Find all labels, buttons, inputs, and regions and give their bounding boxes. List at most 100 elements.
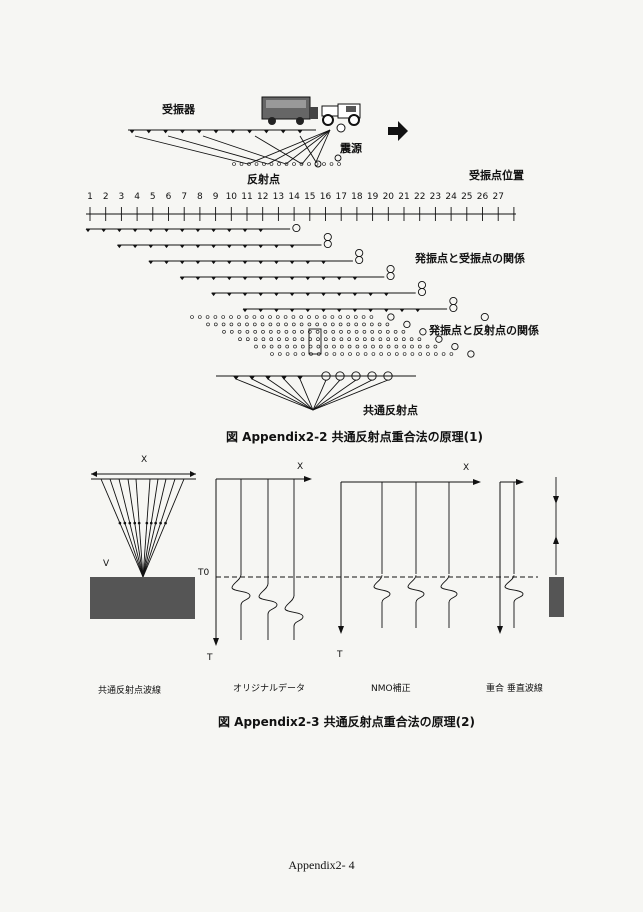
reflection-point-icon bbox=[371, 352, 376, 356]
reflection-point-icon bbox=[260, 315, 265, 319]
label-receiver-positions: 受振点位置 bbox=[469, 168, 524, 182]
label-shot-reflection-relation: 発振点と反射点の関係 bbox=[428, 323, 539, 337]
source-point-icon bbox=[467, 350, 475, 358]
position-number: 3 bbox=[119, 192, 125, 202]
reflection-point-icon bbox=[323, 337, 328, 342]
reflection-point-icon bbox=[379, 352, 384, 356]
receiver-icon bbox=[226, 229, 232, 233]
reflection-point-icon bbox=[269, 344, 274, 349]
common-midpoint-box bbox=[308, 328, 322, 355]
reflection-point-icon bbox=[363, 344, 368, 349]
reflection-point-icon bbox=[324, 344, 329, 349]
receiver-icon bbox=[101, 229, 107, 233]
source-point-icon bbox=[403, 320, 411, 329]
reflection-point-icon bbox=[339, 344, 344, 349]
reflection-point-icon bbox=[276, 329, 281, 334]
reflection-point-icon bbox=[254, 162, 259, 166]
receiver-icon bbox=[321, 261, 326, 265]
reflection-point-icon bbox=[205, 315, 210, 319]
position-number: 17 bbox=[335, 192, 346, 202]
receiver-icon bbox=[258, 293, 264, 297]
receiver-icon bbox=[321, 277, 326, 281]
reflection-point-icon bbox=[277, 344, 282, 349]
receiver-icon bbox=[305, 293, 311, 297]
reflection-point-icon bbox=[401, 337, 406, 342]
reflection-point-icon bbox=[293, 344, 297, 349]
reflection-point-icon bbox=[277, 352, 282, 356]
reflection-point-icon bbox=[269, 337, 274, 342]
receiver-icon bbox=[289, 245, 295, 249]
reflection-point-icon bbox=[253, 322, 257, 327]
reflection-point-icon bbox=[299, 162, 304, 166]
position-number: 7 bbox=[181, 192, 187, 202]
reflection-point-icon bbox=[292, 337, 297, 342]
source-point-icon bbox=[314, 160, 322, 168]
reflection-point-icon bbox=[269, 162, 274, 166]
reflection-point-icon bbox=[394, 344, 399, 349]
reflection-point-icon bbox=[284, 322, 288, 327]
source-point-icon bbox=[387, 313, 395, 321]
reflection-point-icon bbox=[291, 322, 296, 327]
receiver-icon bbox=[336, 277, 342, 281]
receiver-icon bbox=[132, 229, 138, 233]
reflection-point-icon bbox=[417, 337, 422, 342]
label-receivers: 受振器 bbox=[162, 102, 196, 116]
reflection-point-icon bbox=[369, 322, 374, 327]
receiver-icon bbox=[258, 309, 264, 313]
reflection-point-icon bbox=[299, 315, 304, 319]
reflection-point-icon bbox=[339, 329, 343, 334]
reflection-point-icon bbox=[433, 352, 438, 356]
label-common-reflection-point: 共通反射点 bbox=[363, 403, 418, 417]
receiver-icon bbox=[274, 309, 279, 313]
receiver-icon bbox=[117, 229, 122, 233]
reflection-point-icon bbox=[355, 337, 359, 342]
receiver-icon bbox=[242, 277, 248, 281]
reflection-point-icon bbox=[323, 322, 327, 327]
reflection-point-icon bbox=[355, 352, 360, 356]
receiver-icon bbox=[242, 293, 248, 297]
receiver-icon bbox=[305, 309, 311, 313]
reflection-point-icon bbox=[285, 352, 290, 356]
reflection-point-icon bbox=[237, 322, 241, 327]
axis-x-label: X bbox=[141, 455, 147, 465]
position-number: 18 bbox=[351, 192, 363, 202]
reflection-point-icon bbox=[340, 352, 345, 356]
reflection-point-icon bbox=[229, 322, 234, 327]
receiver-icon bbox=[263, 130, 269, 134]
reflection-point-icon bbox=[418, 352, 423, 356]
receiver-icon bbox=[383, 293, 389, 297]
reflection-point-icon bbox=[332, 352, 337, 356]
receiver-icon bbox=[289, 309, 295, 313]
reflection-point-icon bbox=[307, 315, 311, 319]
reflection-point-icon bbox=[268, 315, 272, 319]
reflection-point-icon bbox=[322, 315, 327, 319]
reflection-point-icon bbox=[347, 337, 352, 342]
source-point-icon bbox=[419, 328, 427, 336]
reflection-point-icon bbox=[385, 322, 390, 327]
receiver-icon bbox=[211, 277, 216, 281]
reflection-point-icon bbox=[301, 352, 306, 356]
reflection-point-icon bbox=[198, 315, 202, 319]
reflection-point-icon bbox=[378, 329, 382, 334]
reflection-point-icon bbox=[378, 344, 383, 349]
source-point-icon bbox=[417, 287, 427, 297]
receiver-icon bbox=[179, 277, 185, 281]
receiver-icon bbox=[242, 309, 248, 313]
reflection-point-icon bbox=[299, 322, 304, 327]
reflection-point-icon bbox=[284, 337, 289, 342]
reflector-layer bbox=[90, 577, 195, 619]
ray-paths bbox=[134, 129, 331, 165]
source-point-icon bbox=[435, 335, 443, 343]
position-number: 23 bbox=[430, 192, 441, 202]
receiver-icon bbox=[148, 245, 154, 249]
reflection-point-icon bbox=[291, 315, 296, 319]
reflection-point-icon bbox=[214, 322, 218, 327]
label-source: 震源 bbox=[339, 141, 362, 155]
receiver-icon bbox=[242, 245, 248, 249]
reflector-layer-vertical bbox=[549, 577, 564, 617]
position-number: 26 bbox=[477, 192, 489, 202]
reflection-point-icon bbox=[338, 315, 343, 319]
receiver-icon bbox=[179, 261, 185, 265]
receiver-icon bbox=[289, 293, 295, 297]
